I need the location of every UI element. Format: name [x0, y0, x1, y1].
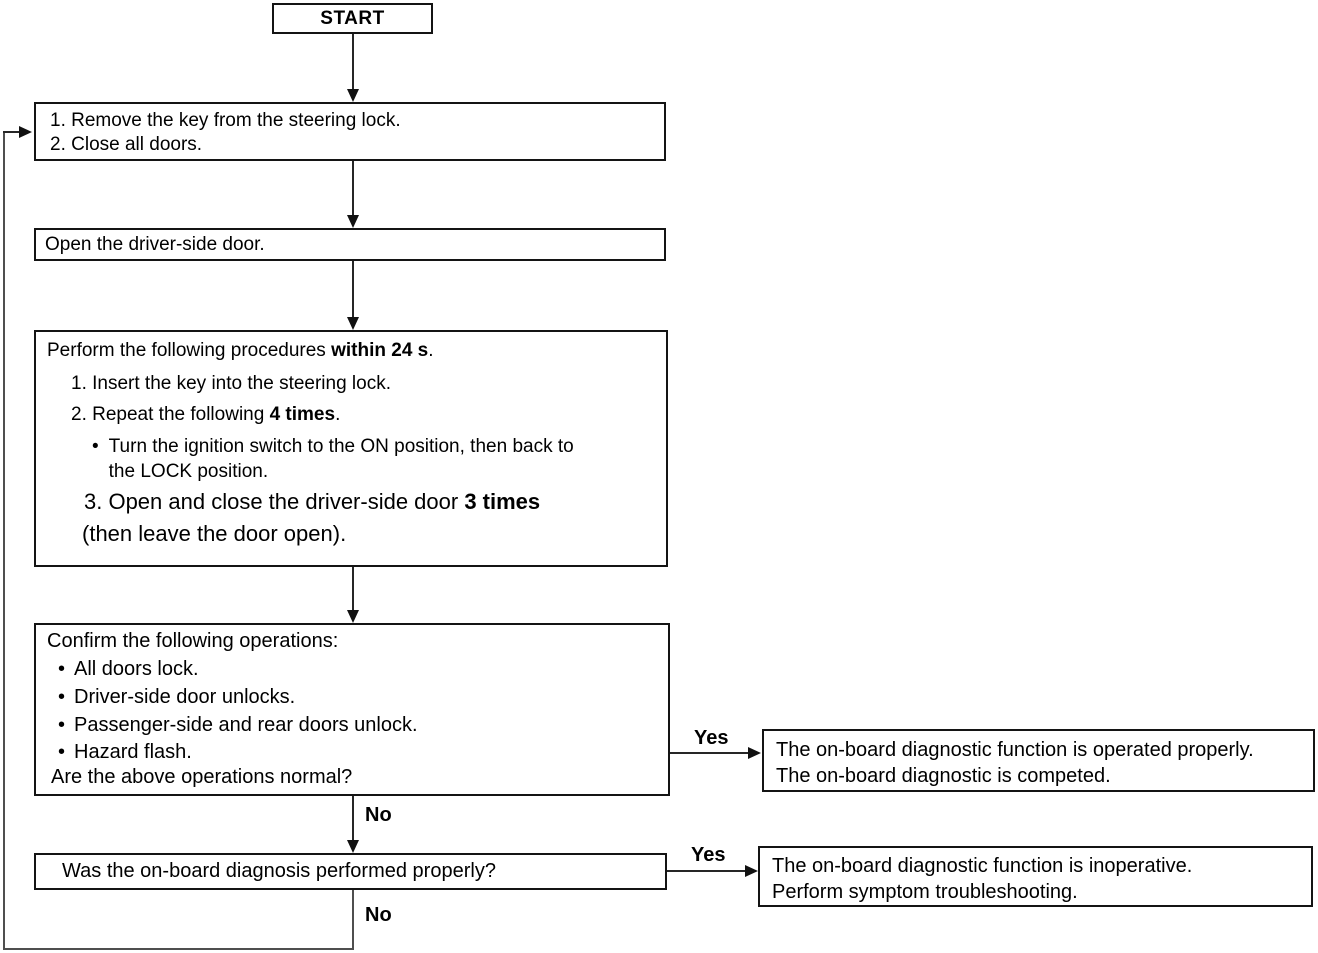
step3-bullet-line1: Turn the ignition switch to the ON posit…	[108, 436, 574, 457]
bullet-icon: •	[58, 658, 66, 680]
step3-title-pre: Perform the following procedures	[47, 340, 332, 361]
step3-item2: 2. Repeat the following 4 times.	[71, 404, 340, 426]
confirm-bullet2: • Driver-side door unlocks.	[58, 686, 295, 709]
arrowhead-right-yes1	[748, 747, 761, 759]
step3-item3: 3. Open and close the driver-side door 3…	[84, 489, 540, 515]
confirm-bullet2-text: Driver-side door unlocks.	[74, 686, 296, 708]
confirm-bullet1-text: All doors lock.	[74, 658, 199, 680]
loop-connector-bottom	[3, 948, 354, 950]
no-label-1: No	[365, 804, 392, 826]
confirm-title: Confirm the following operations:	[47, 630, 339, 652]
loop-connector-left	[3, 131, 5, 950]
confirm-bullet3-text: Passenger-side and rear doors unlock.	[74, 714, 418, 736]
arrowhead-down-confirm	[347, 610, 359, 623]
question2-line1: Was the on-board diagnosis performed pro…	[62, 860, 496, 882]
step1-node: 1. Remove the key from the steering lock…	[34, 102, 666, 161]
arrowhead-down-step2	[347, 215, 359, 228]
start-label: START	[320, 7, 385, 29]
confirm-bullet1: • All doors lock.	[58, 658, 199, 681]
result-fail-line1: The on-board diagnostic function is inop…	[772, 855, 1193, 877]
arrowhead-down-step3	[347, 317, 359, 330]
step3-bullet-item: • Turn the ignition switch to the ON pos…	[92, 434, 574, 484]
arrowhead-right-yes2	[745, 865, 758, 877]
loop-connector-entry	[3, 131, 20, 133]
step3-item1: 1. Insert the key into the steering lock…	[71, 373, 392, 394]
step1-line1: 1. Remove the key from the steering lock…	[50, 110, 401, 131]
bullet-icon: •	[92, 436, 99, 457]
result-ok-node: The on-board diagnostic function is oper…	[762, 729, 1315, 792]
connector-start-step1	[352, 34, 354, 89]
connector-no-1	[352, 796, 354, 840]
connector-step3-confirm	[352, 567, 354, 610]
bullet-icon: •	[58, 714, 66, 736]
step3-title-bold: within 24 s	[331, 340, 429, 361]
step3-title: Perform the following procedures within …	[47, 340, 434, 362]
yes-label-1: Yes	[694, 727, 729, 749]
loop-connector-down	[352, 890, 354, 950]
bullet-icon: •	[58, 686, 66, 708]
connector-step2-step3	[352, 261, 354, 317]
yes-label-2: Yes	[691, 844, 726, 866]
confirm-node: Confirm the following operations: • All …	[34, 623, 670, 796]
step2-node: Open the driver-side door.	[34, 228, 666, 261]
arrowhead-right-loop-entry	[19, 126, 32, 138]
start-node: START	[272, 3, 433, 34]
result-fail-line2: Perform symptom troubleshooting.	[772, 881, 1078, 903]
step1-line2: 2. Close all doors.	[50, 134, 203, 155]
bullet-icon: •	[58, 741, 66, 763]
step3-item3-bold: 3 times	[464, 489, 541, 514]
result-ok-line1: The on-board diagnostic function is oper…	[776, 739, 1254, 761]
arrowhead-down-question2	[347, 840, 359, 853]
step2-line1: Open the driver-side door.	[45, 233, 265, 255]
confirm-bullet4: • Hazard flash.	[58, 741, 192, 764]
step3-item3-line2: (then leave the door open).	[82, 521, 347, 546]
no-label-2: No	[365, 904, 392, 926]
result-ok-line2: The on-board diagnostic is competed.	[776, 765, 1111, 787]
step3-item2-bold: 4 times	[269, 404, 336, 425]
connector-step1-step2	[352, 161, 354, 215]
confirm-question: Are the above operations normal?	[51, 766, 353, 788]
confirm-bullet4-text: Hazard flash.	[74, 741, 192, 763]
step3-item2-pre: 2. Repeat the following	[71, 404, 270, 425]
arrowhead-down-step1	[347, 89, 359, 102]
confirm-bullet3: • Passenger-side and rear doors unlock.	[58, 714, 418, 737]
connector-yes-1	[670, 752, 748, 754]
step3-bullet-text: Turn the ignition switch to the ON posit…	[109, 434, 574, 484]
step3-item2-post: .	[335, 404, 341, 425]
question2-node: Was the on-board diagnosis performed pro…	[34, 853, 667, 890]
step3-item3-pre: 3. Open and close the driver-side door	[84, 489, 465, 514]
step3-node: Perform the following procedures within …	[34, 330, 668, 567]
connector-yes-2	[667, 870, 745, 872]
step3-title-post: .	[428, 340, 434, 361]
step3-bullet-line2: the LOCK position.	[108, 461, 269, 482]
result-fail-node: The on-board diagnostic function is inop…	[758, 846, 1313, 907]
